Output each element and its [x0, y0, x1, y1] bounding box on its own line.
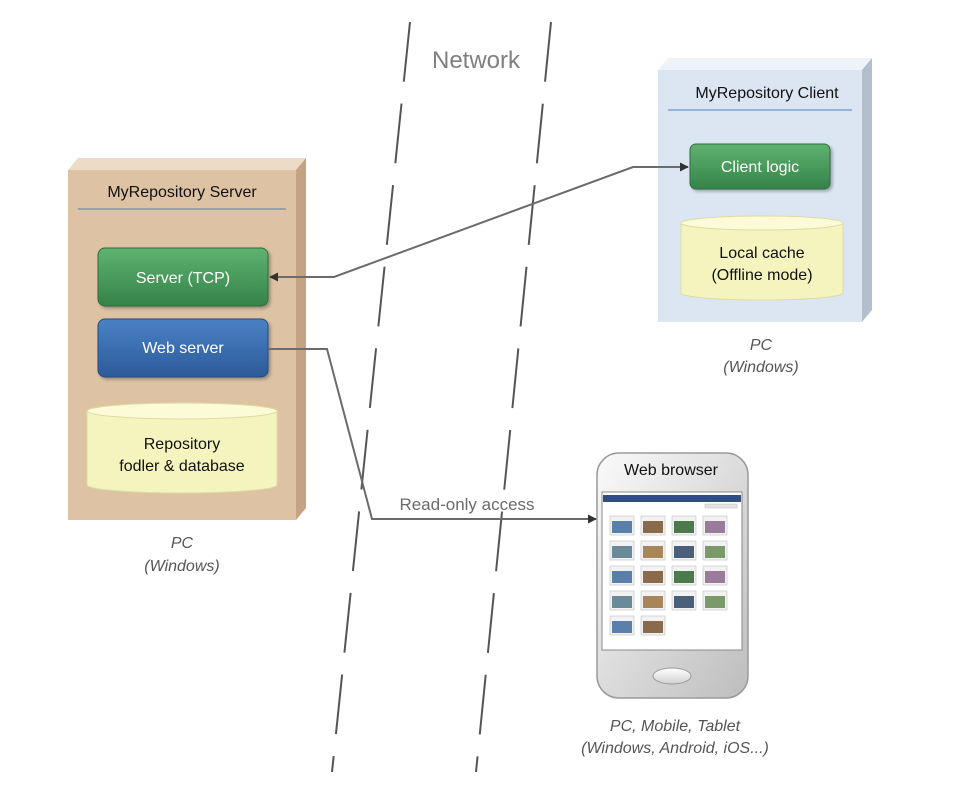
- screen-thumbnail-image: [705, 571, 725, 583]
- network-boundary-left-line: [331, 21, 411, 773]
- server-caption-line2: (Windows): [144, 558, 219, 575]
- screen-thumbnail-image: [705, 546, 725, 558]
- client-caption-line1: PC: [750, 337, 773, 354]
- client-logic-component: [689, 143, 831, 190]
- screen-search-box: [704, 503, 738, 509]
- screen-thumbnail-image: [643, 521, 663, 533]
- screen-thumbnail-image: [612, 571, 632, 583]
- read-only-access-label: Read-only access: [399, 495, 534, 514]
- client-caption-line2: (Windows): [723, 359, 798, 376]
- connections: Read-only access: [268, 162, 689, 524]
- screen-thumbnail-image: [674, 521, 694, 533]
- repository-database-cylinder: [86, 402, 278, 494]
- screen-thumbnail-image: [612, 621, 632, 633]
- server-title: MyRepository Server: [107, 184, 257, 201]
- repository-label-line2: fodler & database: [119, 458, 245, 475]
- repository-label-line1: Repository: [144, 436, 220, 453]
- network-boundary-right-line: [475, 21, 552, 773]
- web-server-label: Web server: [142, 340, 224, 357]
- client-box-side-face: [862, 58, 872, 322]
- screen-thumbnail-image: [612, 546, 632, 558]
- screen-thumbnail-image: [643, 571, 663, 583]
- client-title: MyRepository Client: [695, 85, 839, 102]
- web-browser-device: Web browser PC, Mobile, Tablet (Windows,…: [581, 452, 769, 757]
- server-box-side-face: [296, 158, 306, 520]
- screen-thumbnail-image: [612, 596, 632, 608]
- phone-home-button: [652, 667, 692, 685]
- local-cache-cylinder: [680, 215, 844, 301]
- network-boundary: Network: [331, 21, 552, 773]
- local-cache-label-line1: Local cache: [719, 245, 804, 262]
- server-caption-line1: PC: [171, 535, 194, 552]
- tcp-server-component: [97, 247, 269, 307]
- browser-caption-line1: PC, Mobile, Tablet: [610, 718, 741, 735]
- tcp-connection-arrow: [269, 162, 689, 282]
- tcp-server-label: Server (TCP): [136, 270, 230, 287]
- server-node: MyRepository Server Server (TCP) Web ser…: [68, 158, 306, 575]
- web-browser-title: Web browser: [624, 462, 719, 479]
- screen-thumbnail-image: [705, 521, 725, 533]
- screen-thumbnail-image: [643, 621, 663, 633]
- screen-thumbnail-image: [674, 571, 694, 583]
- network-label: Network: [432, 47, 521, 74]
- server-box-top-face: [68, 158, 306, 170]
- screen-thumbnail-image: [643, 596, 663, 608]
- screen-thumbnail-image: [705, 596, 725, 608]
- web-connection-arrow: [268, 348, 597, 524]
- screen-header-bar: [603, 495, 741, 502]
- browser-caption-line2: (Windows, Android, iOS...): [581, 740, 769, 757]
- screen-thumbnail-image: [674, 596, 694, 608]
- screen-thumbnail-image: [674, 546, 694, 558]
- client-box-top-face: [658, 58, 872, 70]
- client-logic-label: Client logic: [721, 159, 799, 176]
- client-node: MyRepository Client Client logic Local c…: [658, 58, 872, 376]
- screen-thumbnail-grid: [609, 515, 728, 636]
- screen-thumbnail-image: [612, 521, 632, 533]
- screen-thumbnail-image: [643, 546, 663, 558]
- local-cache-label-line2: (Offline mode): [711, 267, 812, 284]
